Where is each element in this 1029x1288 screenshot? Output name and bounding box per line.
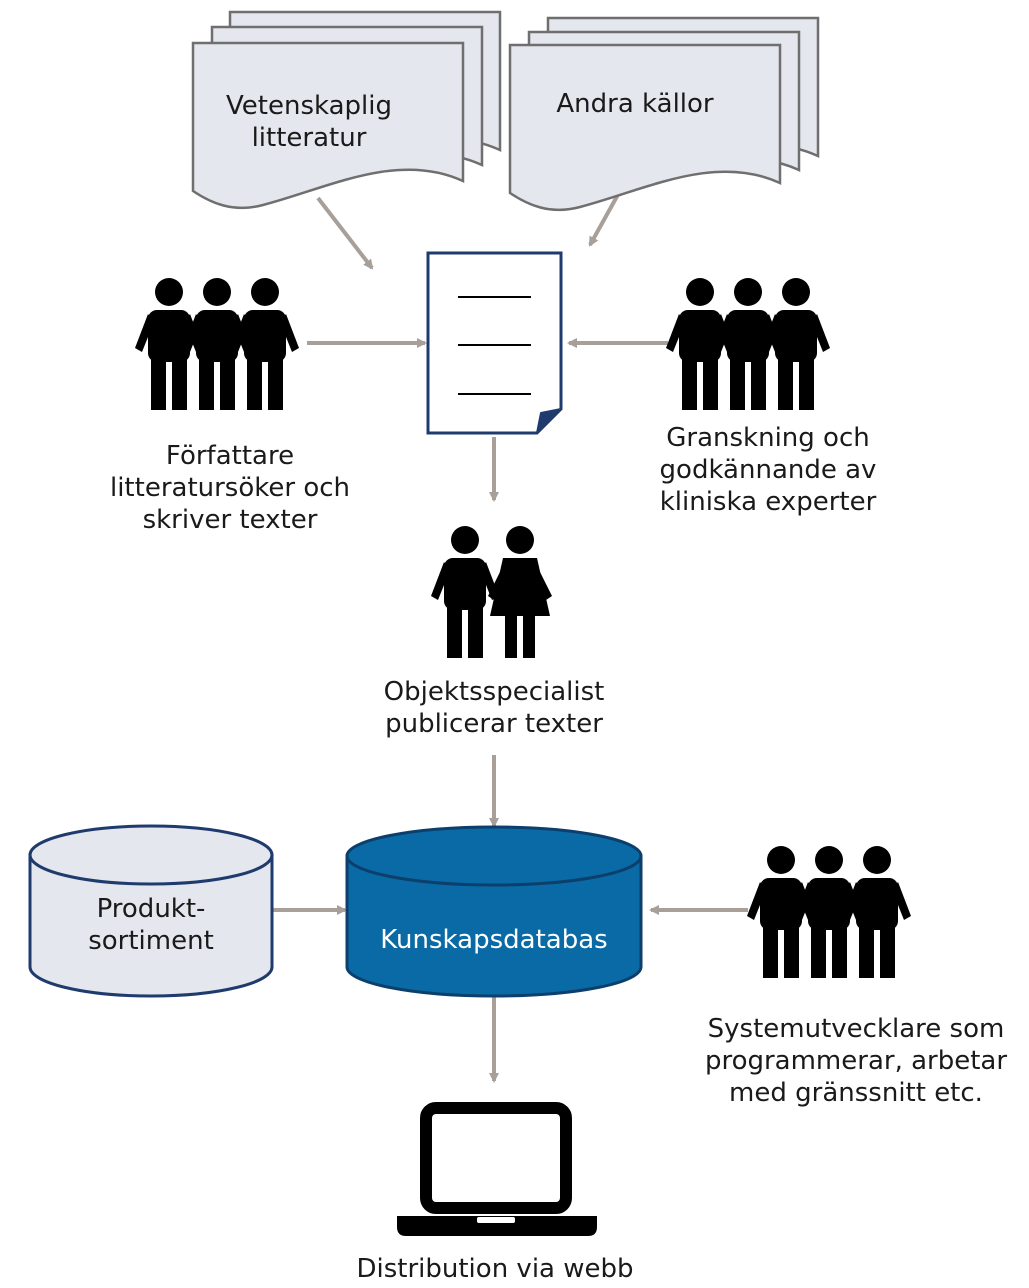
authors-line3: skriver texter: [142, 505, 318, 535]
product-database-line1: Produkt-: [96, 894, 206, 924]
developers-label: Systemutvecklare som programmerar, arbet…: [690, 1013, 1022, 1109]
laptop-icon: [397, 1102, 597, 1236]
distribution-line1: Distribution via webb: [356, 1254, 634, 1284]
specialist-line1: Objektsspecialist: [383, 677, 605, 707]
product-database-label: Produkt- sortiment: [30, 893, 272, 957]
specialist-couple-icon: [431, 526, 552, 658]
authors-line1: Författare: [165, 441, 295, 471]
product-database-icon: [28, 824, 274, 998]
distribution-label: Distribution via webb: [330, 1253, 660, 1285]
knowledge-database-line1: Kunskapsdatabas: [380, 925, 608, 955]
scientific-literature-line1: Vetenskaplig: [226, 91, 392, 121]
arrow-literature-to-document: [316, 196, 374, 270]
reviewers-line1: Granskning och: [666, 423, 870, 453]
reviewers-line2: godkännande av: [659, 455, 877, 485]
reviewers-label: Granskning och godkännande av kliniska e…: [628, 422, 908, 518]
product-database-line2: sortiment: [88, 926, 214, 956]
knowledge-database-label: Kunskapsdatabas: [347, 924, 641, 956]
developers-line3: med gränssnitt etc.: [729, 1078, 983, 1108]
knowledge-database-icon: [345, 825, 643, 998]
authors-label: Författare litteratursöker och skriver t…: [90, 440, 370, 536]
other-sources-line1: Andra källor: [556, 89, 714, 119]
scientific-literature-label: Vetenskaplig litteratur: [193, 90, 425, 154]
specialist-label: Objektsspecialist publicerar texter: [354, 676, 634, 740]
reviewers-group-icon: [666, 278, 830, 410]
developers-line2: programmerar, arbetar: [704, 1046, 1008, 1076]
reviewers-line3: kliniska experter: [659, 487, 877, 517]
other-sources-label: Andra källor: [510, 88, 760, 120]
document-icon: [426, 251, 563, 435]
authors-line2: litteratursöker och: [109, 473, 351, 503]
developers-group-icon: [747, 846, 911, 978]
authors-group-icon: [135, 278, 299, 410]
developers-line1: Systemutvecklare som: [707, 1014, 1005, 1044]
specialist-line2: publicerar texter: [385, 709, 603, 739]
scientific-literature-line2: litteratur: [251, 123, 367, 153]
